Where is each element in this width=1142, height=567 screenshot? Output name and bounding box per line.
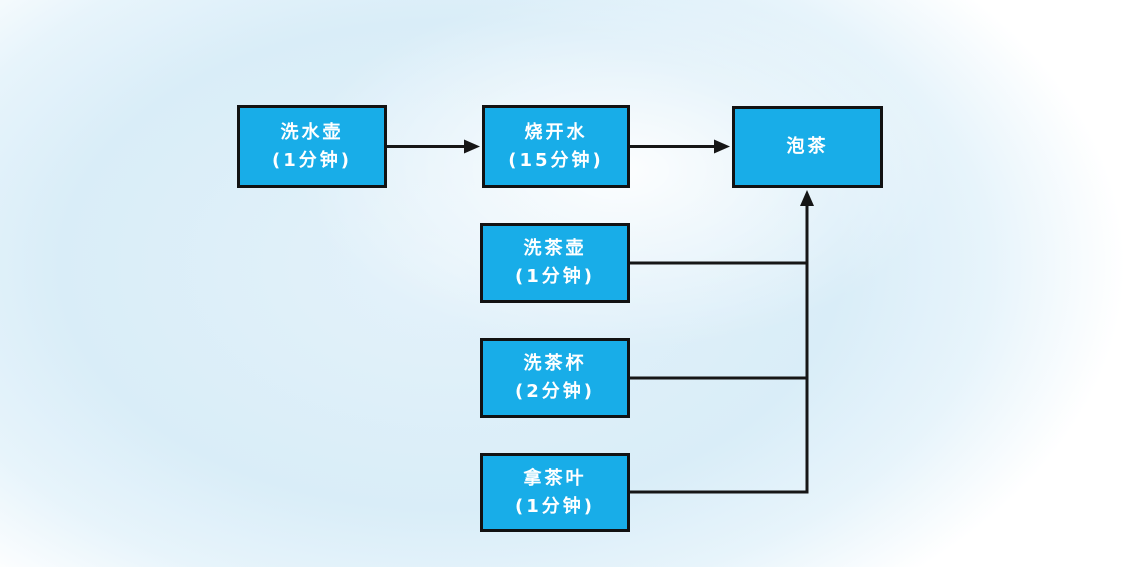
node-duration: (15分钟) [508,149,604,171]
node-duration: (1分钟) [515,266,595,287]
node-label: 拿茶叶 [523,467,587,489]
node-label: 洗水壶 [280,121,344,143]
node-wash-kettle: 洗水壶 (1分钟) [237,105,387,188]
node-duration: (1分钟) [272,149,352,171]
arrowhead-brew-tea-bottom [800,190,814,206]
node-label: 烧开水 [524,121,588,143]
node-brew-tea: 泡茶 [732,106,883,188]
node-duration: (1分钟) [515,495,595,517]
node-take-tea-leaves: 拿茶叶 (1分钟) [480,453,630,532]
node-wash-teapot: 洗茶壶 (1分钟) [480,223,630,303]
node-label: 洗茶壶 [523,238,587,260]
arrowhead-brew-tea-left [714,139,730,154]
node-wash-teacups: 洗茶杯 (2分钟) [480,338,630,418]
arrowhead-boil-water [464,139,480,154]
node-label: 洗茶杯 [523,353,587,375]
node-label: 泡茶 [786,136,829,158]
node-boil-water: 烧开水 (15分钟) [482,105,630,188]
edge-riser-brew-tea [630,204,809,494]
node-duration: (2分钟) [515,381,595,402]
